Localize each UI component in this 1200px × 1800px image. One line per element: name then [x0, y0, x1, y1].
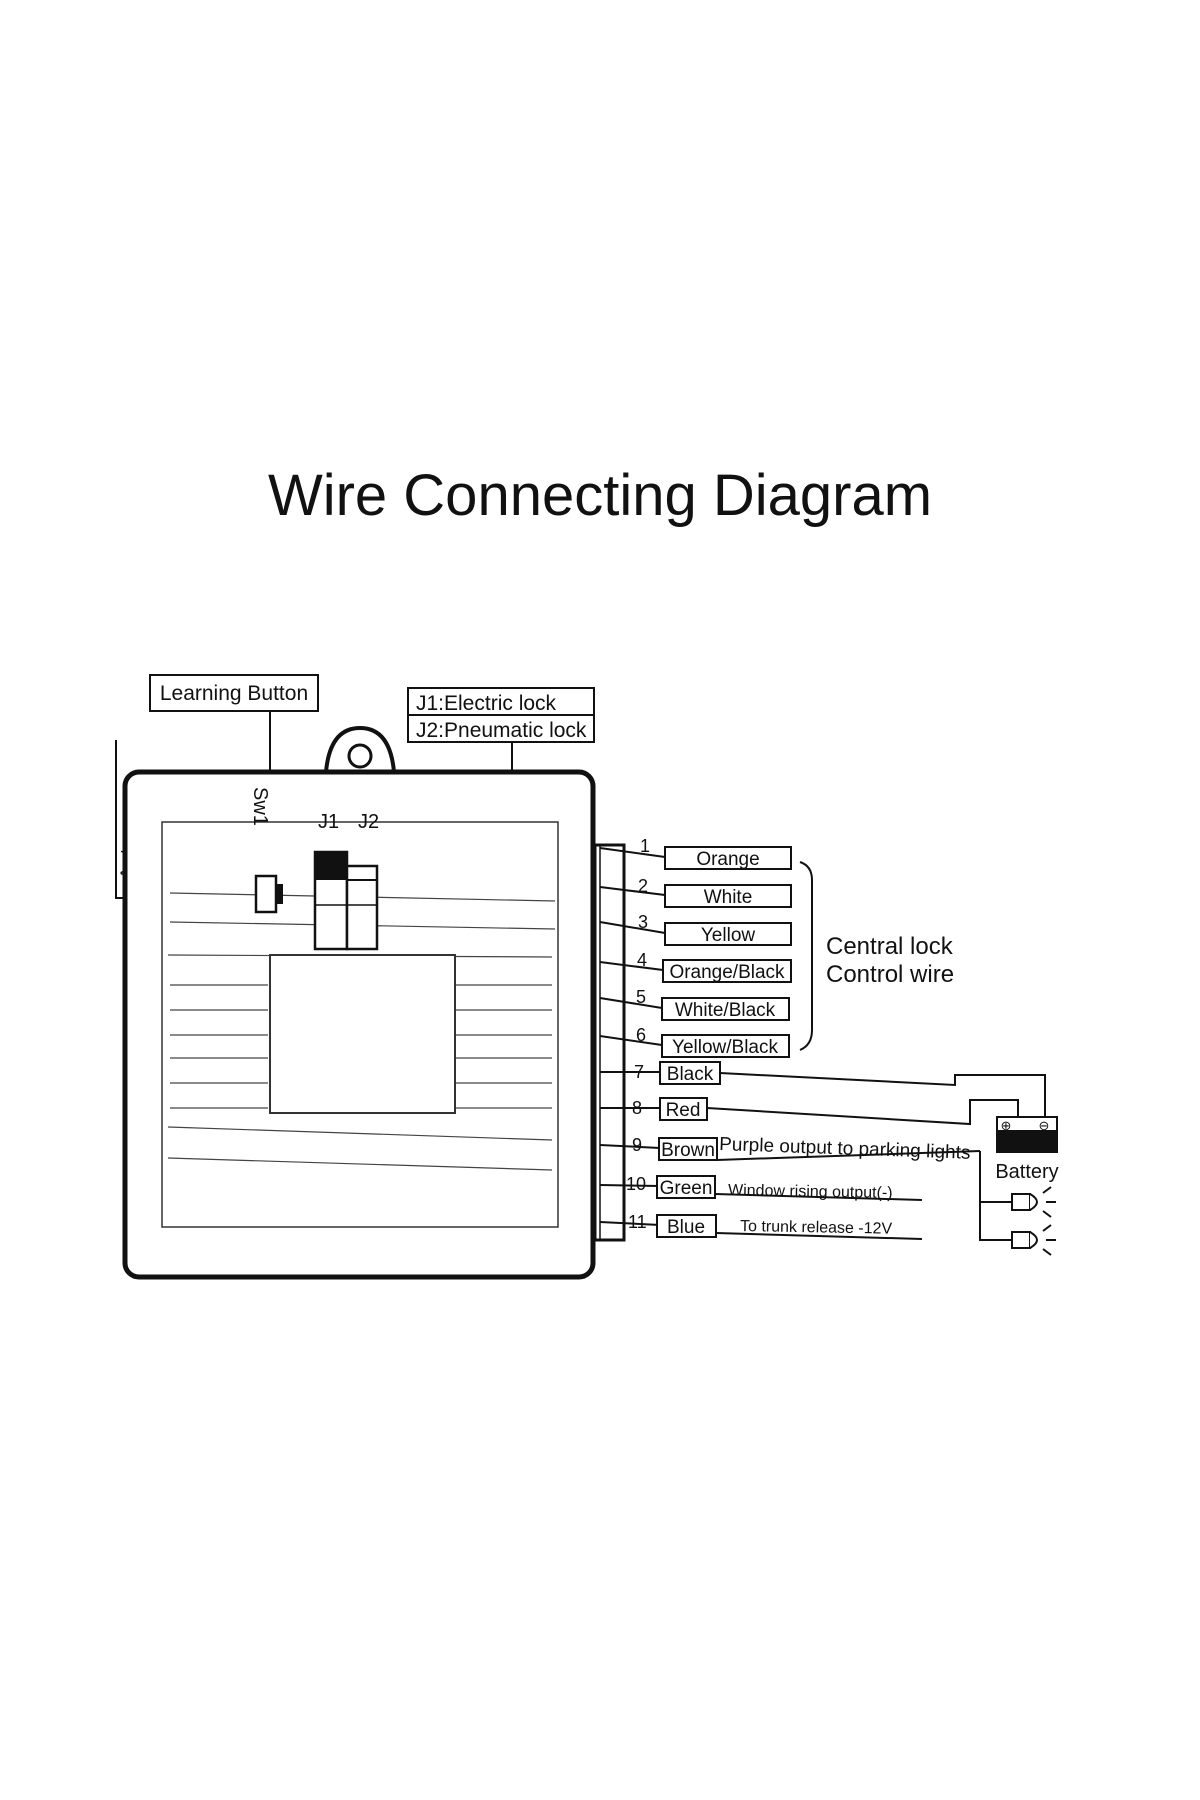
parking-light-bulbs — [1011, 1186, 1056, 1256]
page-title: Wire Connecting Diagram — [267, 463, 933, 528]
lock-type-callout: J1:Electric lock J2:Pneumatic lock — [407, 687, 595, 873]
circuit-board — [161, 821, 559, 1228]
wire-color-label: Green — [660, 1178, 713, 1199]
wire-number: 10 — [626, 1174, 646, 1194]
wire-harness-plug — [593, 843, 626, 1242]
wire-color-label: Blue — [667, 1217, 705, 1238]
jumper-2-label: J2 — [358, 811, 379, 833]
wire-tag: White — [664, 884, 792, 908]
window-output-lead — [714, 1193, 923, 1201]
wire-number: 2 — [638, 876, 648, 896]
battery-label: Battery — [995, 1161, 1058, 1183]
learning-button-callout: Learning Button — [149, 674, 319, 862]
wire-output-notes: Purple output to parking lights Window r… — [714, 1134, 981, 1240]
wire-tag: Yellow/Black — [661, 1034, 790, 1058]
wire-number: 6 — [636, 1025, 646, 1045]
wire-tag: Black — [659, 1061, 721, 1085]
learning-switch: Sw1 — [249, 787, 283, 914]
battery-wiring — [706, 1072, 1046, 1241]
parking-lights-lead — [716, 1150, 981, 1161]
jumper-block: J1 J2 — [313, 811, 379, 951]
wire-tag: Green — [656, 1175, 716, 1199]
bulb-icon — [1011, 1224, 1056, 1256]
wire-tag: Brown — [658, 1137, 718, 1161]
wire-number: 8 — [632, 1098, 642, 1118]
bulb-icon — [1011, 1186, 1056, 1218]
wire-tag: White/Black — [661, 997, 790, 1021]
battery-minus-icon: ⊖ — [1039, 1118, 1050, 1133]
wire-number: 5 — [636, 987, 646, 1007]
wire-tag: Yellow — [664, 922, 792, 946]
wire-number: 1 — [640, 836, 650, 856]
switch-label: Sw1 — [249, 787, 271, 826]
wire-color-label: Yellow/Black — [672, 1037, 778, 1058]
relay-chip — [269, 954, 456, 1114]
trunk-release-note: To trunk release -12V — [740, 1218, 893, 1238]
battery: ⊕ ⊖ Battery — [995, 1116, 1059, 1183]
jumper-1-label: J1 — [318, 811, 339, 833]
wire-number: 4 — [637, 950, 647, 970]
wire-leads — [599, 847, 666, 1226]
wire-color-tags: Orange White Yellow Orange/Black White/B… — [656, 846, 792, 1238]
wire-tag: Red — [659, 1097, 708, 1121]
wire-tag: Orange — [664, 846, 792, 870]
group-label-line2: Control wire — [826, 961, 954, 988]
window-output-note: Window rising output(-) — [728, 1182, 893, 1202]
wire-color-label: White/Black — [675, 1000, 776, 1021]
wire-color-label: Red — [666, 1100, 701, 1121]
wire-number: 11 — [628, 1212, 647, 1232]
mounting-tab — [324, 725, 396, 773]
learning-button-label: Learning Button — [160, 682, 308, 705]
wire-color-label: Orange — [696, 849, 759, 870]
battery-plus-icon: ⊕ — [1001, 1118, 1012, 1133]
lock-type-1-label: J1:Electric lock — [416, 692, 557, 715]
wire-tag: Orange/Black — [662, 959, 792, 983]
wire-number: 9 — [632, 1135, 642, 1155]
trunk-release-lead — [715, 1232, 923, 1240]
wire-numbers: 1 2 3 4 5 6 7 8 9 10 11 — [626, 836, 650, 1232]
central-lock-group: Central lock Control wire — [799, 861, 954, 1051]
wire-color-label: Brown — [661, 1140, 715, 1161]
wire-tag: Blue — [656, 1214, 717, 1238]
wire-color-label: Black — [667, 1064, 714, 1085]
wire-number: 3 — [638, 912, 648, 932]
wire-color-label: White — [704, 887, 753, 908]
wire-color-label: Yellow — [701, 925, 756, 946]
group-label-line1: Central lock — [826, 933, 954, 960]
lock-type-2-label: J2:Pneumatic lock — [416, 719, 587, 742]
wire-number: 7 — [634, 1062, 644, 1082]
wire-color-label: Orange/Black — [669, 962, 785, 983]
